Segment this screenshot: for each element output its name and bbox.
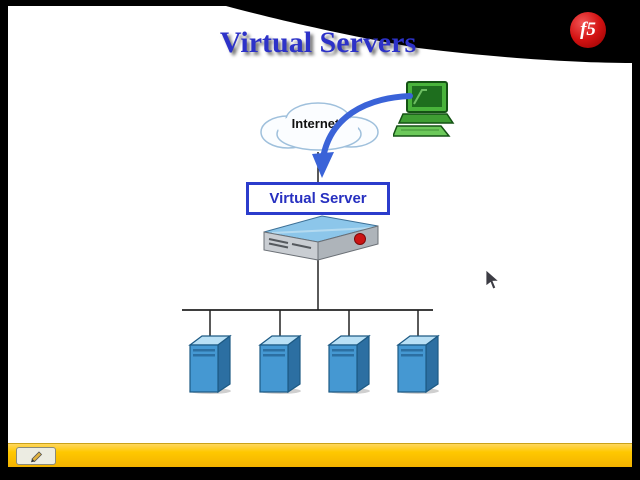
f5-logo-icon: f5 <box>570 12 606 48</box>
server-tower-icon <box>396 334 440 394</box>
request-arrow-icon <box>312 93 413 178</box>
mouse-cursor <box>485 269 500 290</box>
server-tower-icon <box>327 334 371 394</box>
bigip-f5-ball-icon <box>354 233 366 245</box>
server-tower-icon <box>258 334 302 394</box>
presentation-slide: Virtual Servers f5 Internet <box>8 6 632 467</box>
slide-title: Virtual Servers <box>219 26 417 59</box>
f5-logo-text: f5 <box>580 19 596 40</box>
swoosh-decoration <box>226 6 632 63</box>
bigip-appliance-icon <box>263 215 379 261</box>
annotation-pencil-button[interactable] <box>16 447 56 465</box>
client-computer-icon <box>393 81 455 137</box>
pencil-icon <box>31 451 43 463</box>
virtual-server-label: Virtual Server <box>269 190 367 207</box>
annotation-toolbar <box>8 443 632 467</box>
server-tower-icon <box>188 334 232 394</box>
virtual-server-box: Virtual Server <box>246 182 390 215</box>
internet-label: Internet <box>291 116 340 131</box>
